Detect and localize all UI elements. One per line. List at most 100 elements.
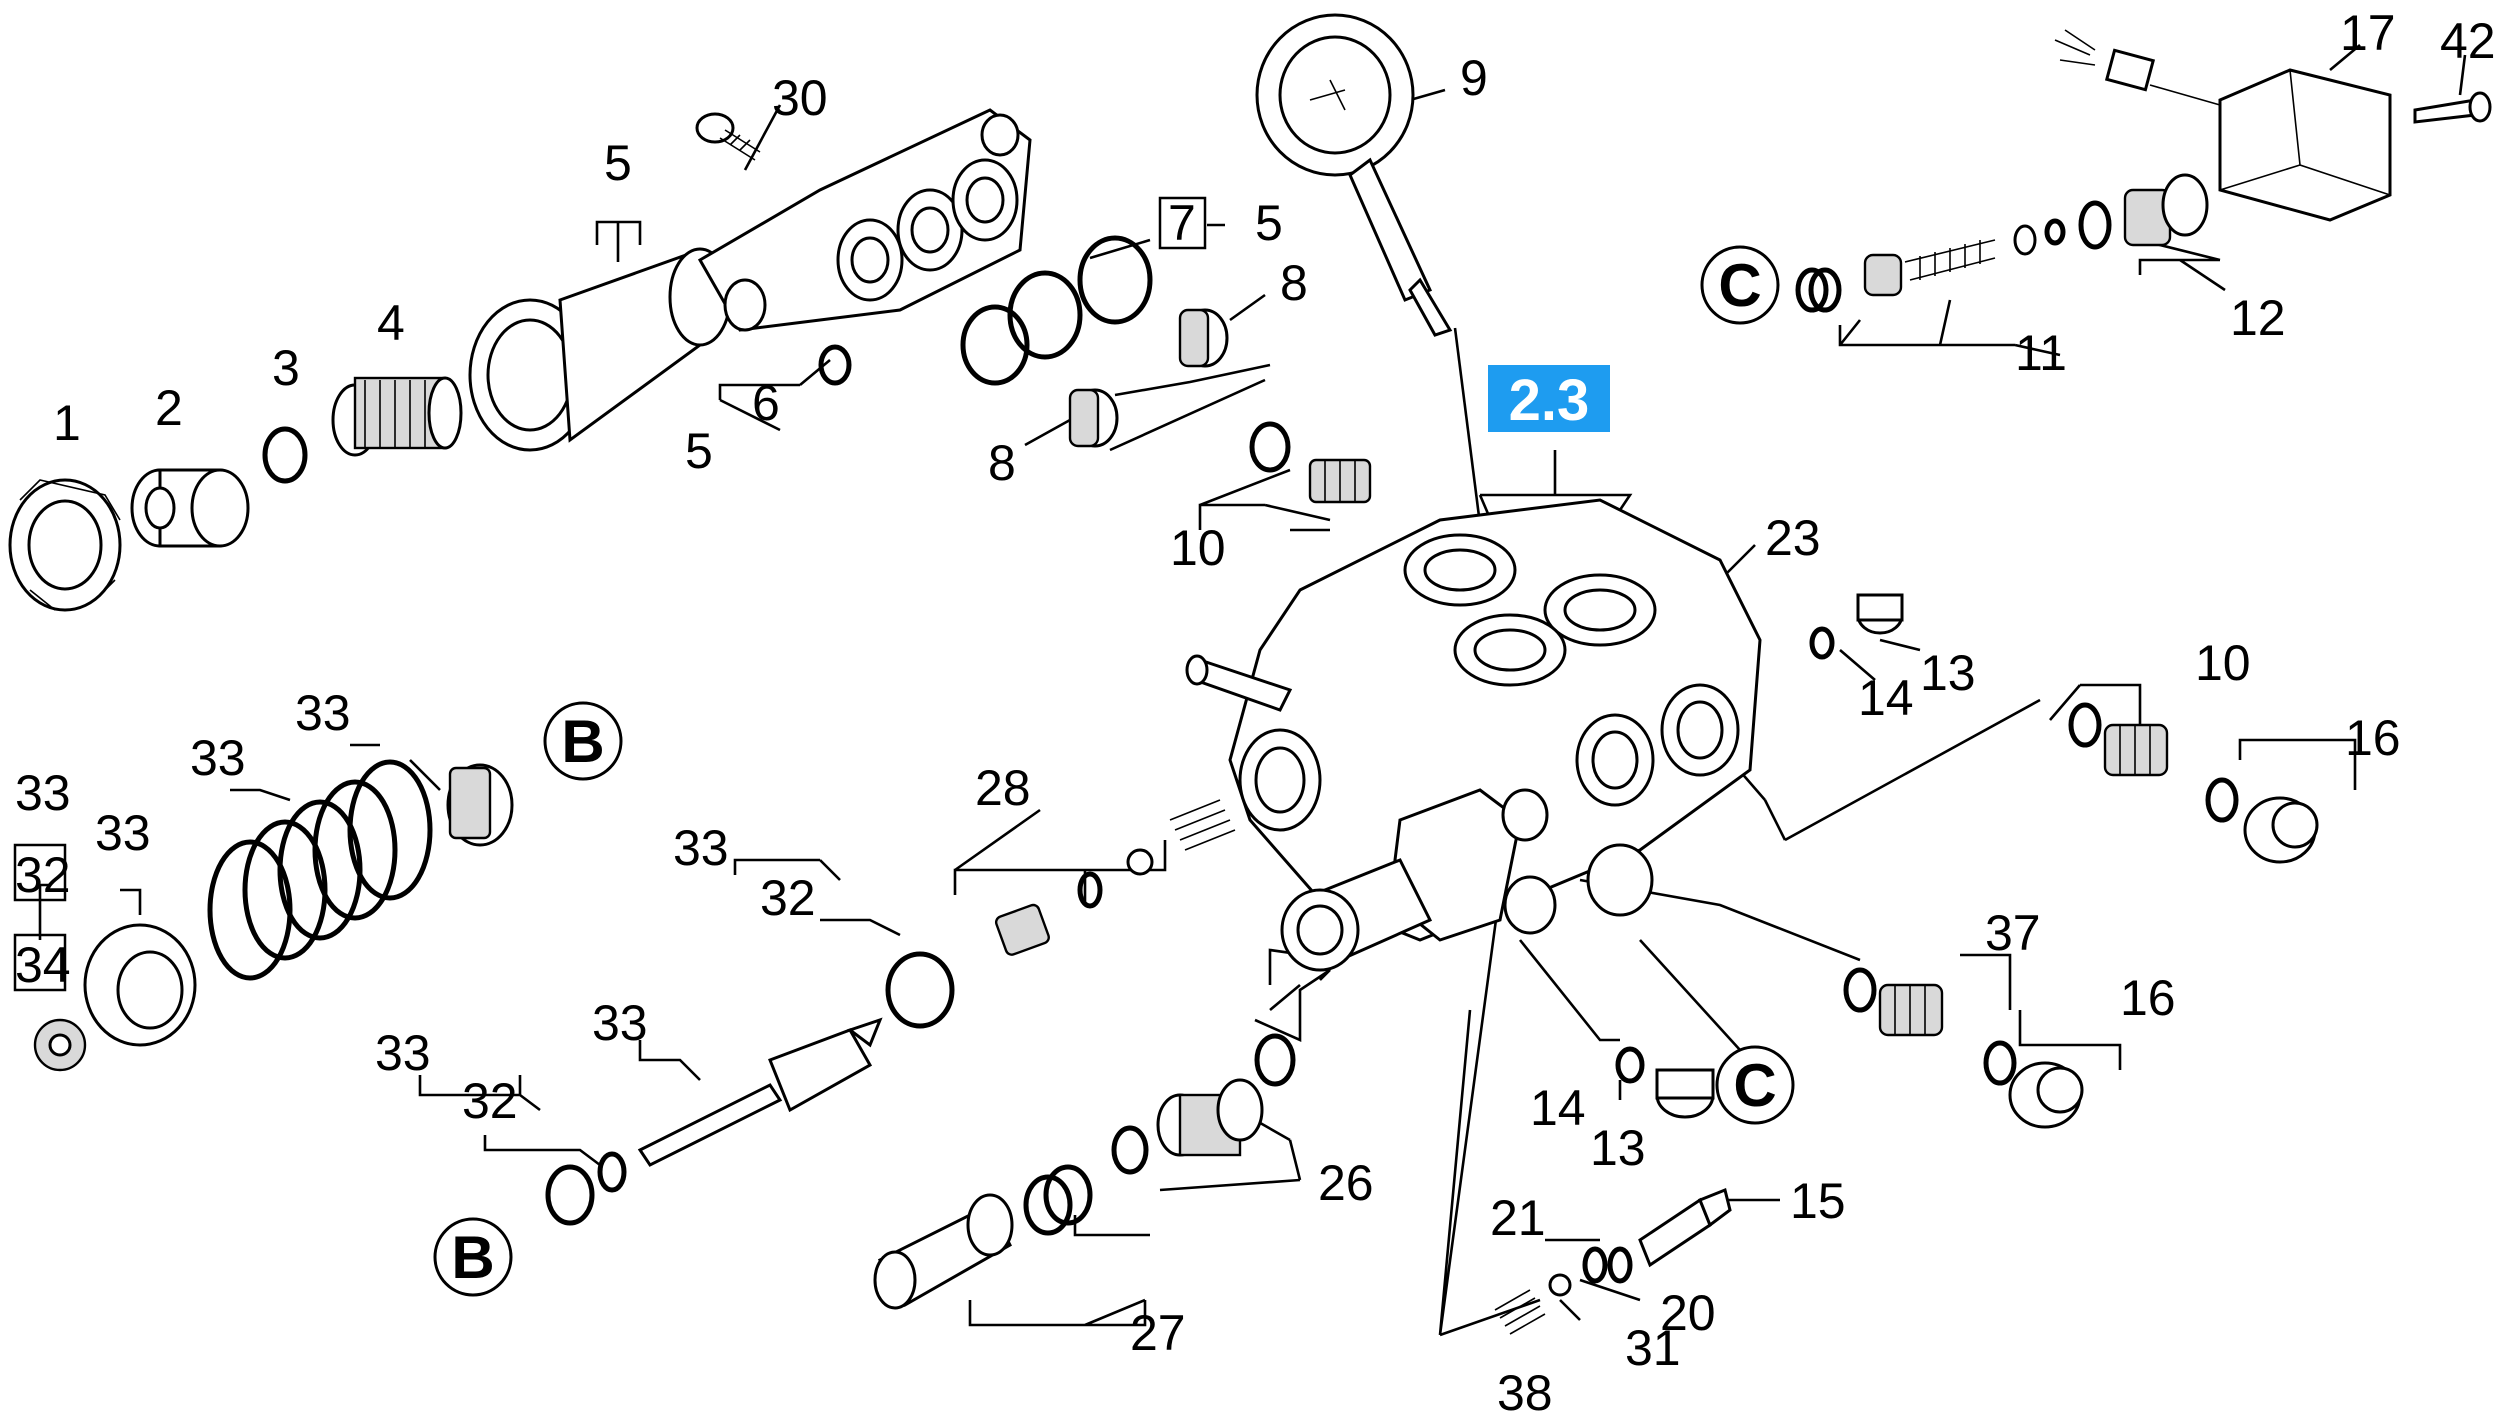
part-27-o-ring-a <box>1043 1164 1093 1226</box>
part-8-valve-a <box>1178 308 1229 368</box>
part-10-o-ring-upper <box>1249 421 1291 473</box>
part-10-check-valve-upper <box>1308 458 1372 504</box>
label-16a: 16 <box>2345 710 2401 766</box>
part-33-spring-seat <box>446 763 514 847</box>
part-10-check-valve-right <box>2103 723 2169 777</box>
part-26-sleeve <box>1156 1078 1264 1157</box>
label-38: 38 <box>1497 1365 1553 1421</box>
part-6-o-ring <box>818 344 852 386</box>
part-14-seal-lower <box>1615 1046 1645 1084</box>
part-34-nut <box>33 1018 87 1072</box>
label-5a: 5 <box>604 135 632 191</box>
label-23: 23 <box>1765 510 1821 566</box>
part-11-12-switch-assembly <box>1795 173 2209 313</box>
part-number-labels: 1 2 3 4 5 5 5 6 7 8 8 9 10 10 11 12 13 1… <box>15 5 2496 1421</box>
label-33g: 33 <box>375 1025 431 1081</box>
svg-text:B: B <box>451 1224 494 1291</box>
part-16-plug-lower <box>2008 1061 2084 1129</box>
part-9-pressure-gauge <box>1255 13 1453 337</box>
part-37-o-ring <box>1843 967 1877 1013</box>
label-5b: 5 <box>1255 195 1283 251</box>
part-42-screw <box>2413 91 2492 124</box>
part-1-union-nut <box>8 478 122 612</box>
part-15-valve-insert <box>1638 1187 1732 1268</box>
label-13b: 13 <box>1590 1120 1646 1176</box>
label-14b: 14 <box>1530 1080 1586 1136</box>
label-1: 1 <box>53 395 81 451</box>
callout-b-bottom: B <box>433 1217 513 1297</box>
label-6: 6 <box>752 375 780 431</box>
part-17-switch-box <box>2054 29 2392 222</box>
part-27-piston <box>873 1193 1014 1310</box>
part-31-ball <box>1548 1273 1572 1297</box>
label-33e: 33 <box>673 820 729 876</box>
label-11: 11 <box>2015 325 2067 381</box>
parts <box>8 13 2492 1335</box>
part-26-o-ring-a <box>1254 1033 1296 1087</box>
part-16-o-ring-upper <box>2205 777 2239 823</box>
part-33-washer <box>83 923 197 1047</box>
part-16-o-ring-lower <box>1983 1040 2017 1086</box>
part-13-plug-lower <box>1655 1068 1715 1119</box>
part-37-check-valve <box>1878 983 1944 1037</box>
label-16b: 16 <box>2120 970 2176 1026</box>
part-20-o-ring <box>1607 1246 1633 1284</box>
svg-text:B: B <box>561 708 604 775</box>
part-30-screw <box>695 112 761 161</box>
label-2: 2 <box>155 380 183 436</box>
svg-text:2.3: 2.3 <box>1509 368 1590 433</box>
label-21: 21 <box>1490 1190 1546 1246</box>
part-13-plug-upper <box>1856 593 1904 635</box>
leader-lines <box>38 44 2467 1337</box>
label-17: 17 <box>2340 5 2396 61</box>
label-28: 28 <box>975 760 1031 816</box>
part-7-o-ring-c <box>960 304 1030 386</box>
part-32-seal-ring <box>885 951 955 1029</box>
part-14-seal-upper <box>1809 626 1835 660</box>
label-30: 30 <box>772 70 828 126</box>
part-7-o-ring-b <box>1007 270 1083 360</box>
part-pump-head-top <box>697 108 1032 332</box>
reference-badge-2-3[interactable]: 2.3 <box>1488 365 1610 433</box>
label-13a: 13 <box>1920 645 1976 701</box>
label-42: 42 <box>2440 13 2496 69</box>
label-8b: 8 <box>988 435 1016 491</box>
label-31: 31 <box>1625 1320 1681 1376</box>
part-33-ring-lower <box>545 1164 595 1226</box>
callout-c-left: C <box>1700 245 1780 325</box>
label-32c: 32 <box>462 1073 518 1129</box>
callout-b-top: B <box>543 701 623 781</box>
box-32-left <box>13 843 67 902</box>
part-23-manifold <box>1185 498 1762 972</box>
label-37: 37 <box>1985 905 2041 961</box>
callout-c-mid: C <box>1715 1045 1795 1125</box>
svg-text:C: C <box>1718 252 1761 319</box>
label-20: 20 <box>1660 1285 1716 1341</box>
label-3: 3 <box>272 340 300 396</box>
label-10a: 10 <box>1170 520 1226 576</box>
label-27: 27 <box>1130 1305 1186 1361</box>
label-10b: 10 <box>2195 635 2251 691</box>
part-5-cylinder <box>468 247 732 452</box>
label-34: 34 <box>15 937 71 993</box>
part-4-filter <box>331 376 463 457</box>
part-2-nipple <box>130 468 250 548</box>
label-32a: 32 <box>15 847 71 903</box>
svg-text:C: C <box>1733 1052 1776 1119</box>
part-27-o-ring-b <box>1023 1174 1073 1236</box>
label-4: 4 <box>377 295 405 351</box>
part-21-o-ring <box>1582 1246 1608 1284</box>
box-7 <box>1158 196 1207 250</box>
label-33a: 33 <box>295 685 351 741</box>
label-5c: 5 <box>685 423 713 479</box>
part-8-valve-b <box>1068 388 1119 448</box>
part-38-spring <box>1494 1289 1546 1335</box>
label-12: 12 <box>2230 290 2286 346</box>
part-10-o-ring-right <box>2068 702 2102 748</box>
part-3-o-ring <box>262 426 308 484</box>
label-15: 15 <box>1790 1173 1846 1229</box>
part-32-seal-lower <box>597 1151 627 1193</box>
label-33d: 33 <box>95 805 151 861</box>
box-34-left <box>13 933 67 992</box>
